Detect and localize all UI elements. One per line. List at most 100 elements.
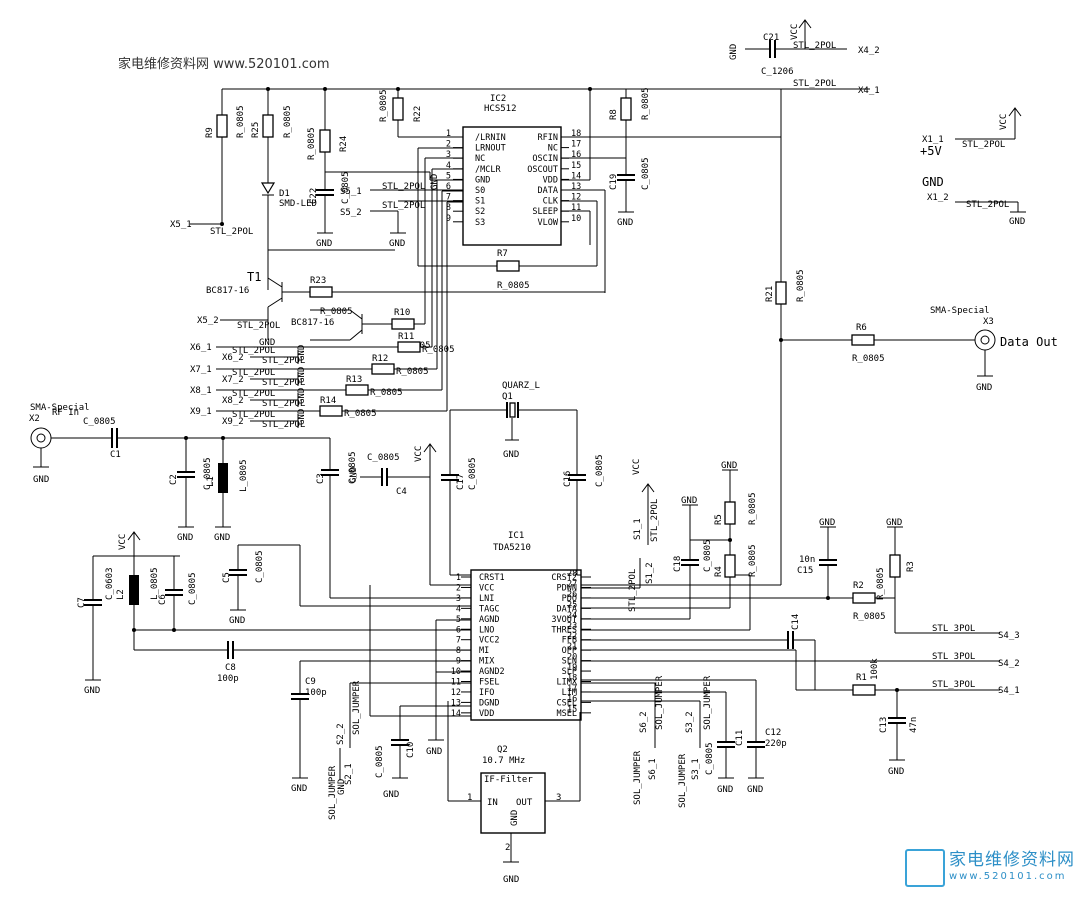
c3-value: C_0805: [348, 451, 358, 484]
r8-value: R_0805: [641, 87, 651, 120]
t2-value: BC817-16: [291, 318, 334, 328]
vcc-label: VCC: [999, 114, 1009, 130]
ic1-pin-number: 18: [567, 674, 577, 684]
connector-label: X7_1: [190, 365, 212, 375]
s1-2-label: S1_2: [645, 562, 655, 584]
ic2-pin-name: S3: [475, 218, 485, 228]
r6-value: R_0805: [852, 354, 885, 364]
ic2-ref: IC2: [490, 94, 506, 104]
s5-2-pin-label: STL_2POL: [382, 201, 425, 211]
gnd-label: GND: [316, 239, 332, 249]
sol-jumper-s3b: SOL_JUMPER: [678, 753, 688, 808]
ic1-pin-name: DGND: [479, 698, 499, 708]
c7-label: C7: [77, 597, 87, 608]
s5-2-label: S5_2: [340, 208, 362, 218]
gnd-label: GND: [349, 467, 359, 483]
gnd-label: GND: [383, 790, 399, 800]
d1-value: SMD-LED: [279, 199, 317, 209]
t1-label: T1: [247, 270, 261, 284]
r9-label: R9: [205, 127, 215, 138]
ic1-pin-name: AGND2: [479, 667, 505, 677]
x1-1-label: X1_1: [922, 135, 944, 145]
connector-pin-label: STL_2POL: [262, 420, 305, 430]
ic1-pin-number: 26: [567, 590, 577, 600]
s4-2-label: S4_2: [998, 659, 1020, 669]
q1-crystal: QUARZ_L Q1 GND: [449, 381, 578, 470]
r21-value: R_0805: [796, 269, 806, 302]
ic1-pin-name: THRES: [551, 625, 577, 635]
vcc-label: VCC: [118, 534, 128, 550]
s1-1-pin-label: STL_2POL: [650, 499, 660, 542]
gnd-label: GND: [886, 518, 902, 528]
c16-label: C16: [563, 471, 573, 487]
connector-label: X6_1: [190, 343, 212, 353]
x1-1-pin-label: STL_2POL: [962, 140, 1005, 150]
resistor-value: R_0805: [344, 409, 377, 419]
r22-label: R22: [413, 106, 423, 122]
x5-2-pin-label: STL_2POL: [237, 321, 280, 331]
c17-label: C17: [456, 474, 466, 490]
watermark-text: 家电维修资料网 www.520101.com: [118, 56, 330, 72]
ic2-pin-name: DATA: [538, 186, 558, 196]
sol-jumper-s3: SOL_JUMPER: [703, 675, 713, 730]
x4-2-label: X4_2: [858, 46, 880, 56]
ic1-left-lower: S2_2 SOL_JUMPER S2_1 SOL_JUMPER GND C10 …: [328, 585, 471, 820]
ic2-pin-name: CLK: [543, 197, 559, 207]
c21-label: C21: [763, 33, 779, 43]
ic1-pin-name: CRST1: [479, 573, 505, 583]
watermark-logo-url: www.520101.com: [949, 871, 1067, 882]
resistor-value: R_0805: [422, 345, 455, 355]
q2-if-filter: Q2 10.7 MHz IF-Filter IN OUT GND 1 3 2 G…: [447, 701, 581, 885]
s2-1-label: S2_1: [344, 763, 354, 785]
c14-label: C14: [791, 614, 801, 630]
c10-label: C10: [406, 742, 416, 758]
r3-value: R_0805: [876, 567, 886, 600]
ic2-pin-name: NC: [548, 144, 558, 154]
ic2-pin-name: S1: [475, 197, 485, 207]
s2-2-label: S2_2: [336, 723, 346, 745]
l1-label: L1: [206, 476, 216, 487]
ic2-pin-name: /MCLR: [475, 165, 501, 175]
c6-label: C6: [158, 594, 168, 605]
gnd-label: GND: [33, 475, 49, 485]
sma-connector-x3: [974, 329, 996, 351]
resistor-label: R12: [372, 354, 388, 364]
r23-value: R_0805: [320, 307, 353, 317]
l2-value: L_0805: [150, 567, 160, 600]
ic2-right-network: R8 R_0805 C19 C_0805 GND R7 R_0805: [417, 87, 781, 293]
s5-1-label: S5_1: [340, 187, 362, 197]
ic1-pin-name: VCC2: [479, 636, 499, 646]
vcc-label: VCC: [632, 459, 642, 475]
ic1-pin-name: 3VOUT: [551, 615, 577, 625]
ic1-pin-name: IFO: [479, 688, 494, 698]
ic2-pin-number: 7: [446, 193, 451, 203]
resistor-label: R14: [320, 396, 336, 406]
c21-value: C_1206: [761, 67, 794, 77]
ic1-part: TDA5210: [493, 543, 531, 553]
ic1-pin-number: 23: [567, 621, 577, 631]
ic2-pin-name: RFIN: [538, 133, 558, 143]
ic1-pin-name: PDWN: [557, 583, 577, 593]
gnd-label: GND: [214, 533, 230, 543]
transistor-network: T1 BC817-16 R23 R_0805 X5_2 STL_2POL GND…: [190, 157, 605, 430]
r4-label: R4: [714, 566, 724, 577]
gnd-label: GND: [430, 174, 440, 190]
q1-name: QUARZ_L: [502, 381, 540, 391]
ic2-pin-number: 12: [571, 193, 581, 203]
ic1-pin-name: VCC: [479, 583, 494, 593]
c22-value: C_0805: [341, 171, 351, 204]
c4-vcc: C_0805 C4 GND VCC C17 C_0805 C16 C_0805: [349, 443, 605, 586]
plus5v-label: +5V: [920, 144, 942, 158]
vcc-label-top: VCC: [790, 24, 800, 40]
ic1-pin-name: LIMX: [557, 678, 578, 688]
ic2-pin-number: 15: [571, 161, 581, 171]
sma-label-x3: SMA-Special: [930, 306, 990, 316]
ic2-pin-number: 11: [571, 203, 581, 213]
x1-2-pin-label: STL_2POL: [966, 200, 1009, 210]
q2-out: OUT: [516, 798, 533, 808]
connector-pin-label: STL_2POL: [262, 378, 305, 388]
ic1-pin-number: 12: [451, 688, 461, 698]
connector-label: X8_2: [222, 396, 244, 406]
